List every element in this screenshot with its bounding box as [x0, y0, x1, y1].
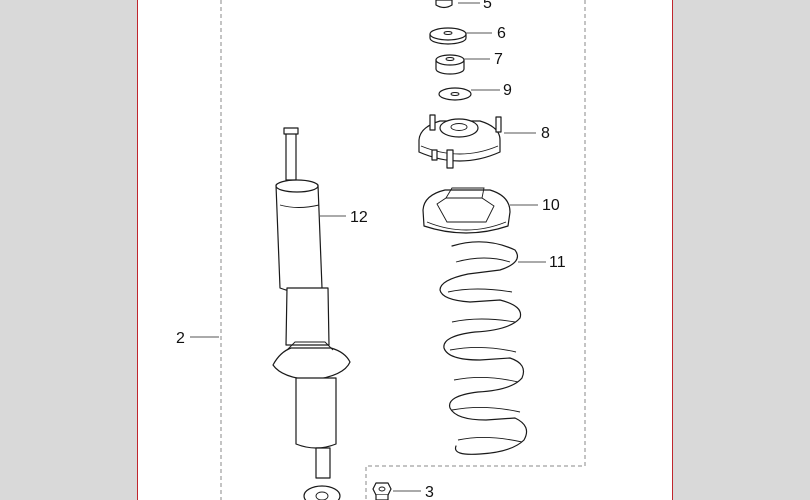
callout-10: 10	[542, 197, 560, 214]
callout-12: 12	[350, 209, 368, 226]
part-5-nut: 5	[435, 0, 492, 12]
callout-7: 7	[494, 51, 503, 68]
part-3-nut: 3	[372, 482, 434, 500]
part-11-coil-spring: 11	[439, 241, 566, 455]
part-9-washer: 9	[438, 82, 512, 101]
part-6-washer: 6	[429, 25, 506, 45]
assembly-boundary	[220, 0, 586, 500]
callout-2: 2	[176, 330, 185, 347]
callout-8: 8	[541, 125, 550, 142]
part-2-strut-assembly: 2	[176, 330, 219, 347]
callout-5: 5	[483, 0, 492, 12]
callout-11: 11	[549, 254, 566, 271]
callout-3: 3	[425, 484, 434, 500]
part-12-shock-absorber: 12	[272, 127, 368, 500]
part-7-bushing: 7	[435, 51, 503, 75]
callout-9: 9	[503, 82, 512, 99]
callout-6: 6	[497, 25, 506, 42]
diagram-page	[137, 0, 673, 500]
part-10-spring-seat: 10	[422, 187, 560, 234]
part-8-strut-mount: 8	[418, 114, 550, 169]
